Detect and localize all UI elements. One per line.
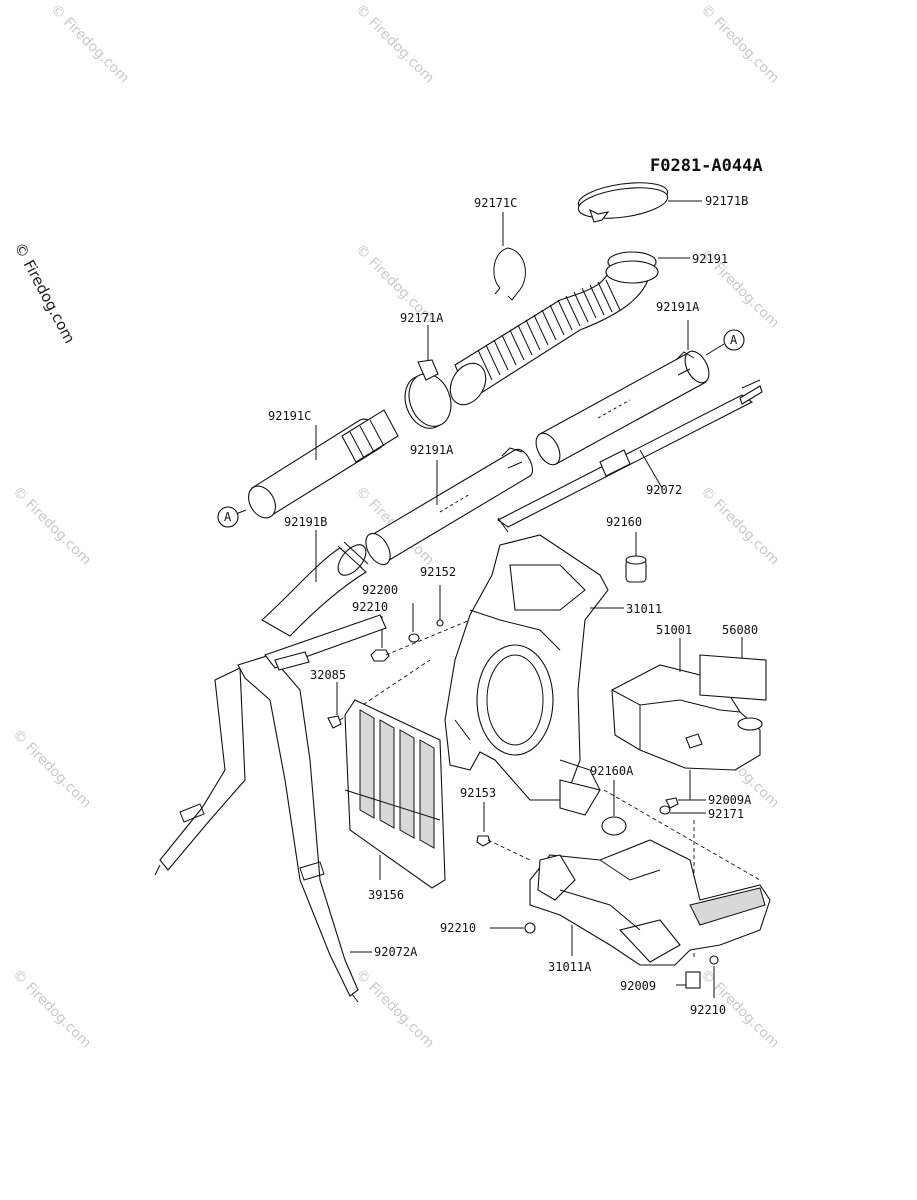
- callout-92210-b: 92210: [440, 921, 476, 935]
- pad-39156: [344, 699, 446, 889]
- callout-92009A: 92009A: [708, 793, 752, 807]
- clamp-92171A: [404, 325, 452, 429]
- connector-mark-A: A: [730, 333, 738, 347]
- side-watermark: © Firedog.com: [10, 239, 78, 346]
- callout-92152: 92152: [420, 565, 456, 579]
- fasteners-right: [601, 770, 761, 960]
- callout-92171B: 92171B: [705, 194, 748, 208]
- tube-92191A-top: A: [535, 320, 745, 466]
- connector-mark-A: A: [224, 510, 232, 524]
- callout-92072: 92072: [646, 483, 682, 497]
- frame-31011A: [490, 839, 771, 966]
- callout-labels: 92171B 92171C 92191 92171A 92191A 92191C…: [268, 194, 758, 1017]
- elbow-92191B: [261, 530, 369, 637]
- bolt-92153: [476, 802, 531, 861]
- callout-92200: 92200: [362, 583, 398, 597]
- callout-92191A-mid: 92191A: [410, 443, 454, 457]
- tube-92191A-mid: [365, 447, 533, 566]
- callout-92171A: 92171A: [400, 311, 444, 325]
- watermark: © Firedog.com: [697, 484, 782, 569]
- callout-92160: 92160: [606, 515, 642, 529]
- clamp-92171B: [577, 182, 702, 223]
- fasteners-bottom: [676, 955, 719, 998]
- hose-92191: [449, 251, 690, 406]
- callout-92153: 92153: [460, 786, 496, 800]
- callout-92210-c: 92210: [690, 1003, 726, 1017]
- callout-92191: 92191: [692, 252, 728, 266]
- figure-code: F0281-A044A: [650, 156, 763, 176]
- callout-92191B: 92191B: [284, 515, 327, 529]
- callout-92009: 92009: [620, 979, 656, 993]
- callout-39156: 39156: [368, 888, 404, 902]
- strap-92072: [496, 379, 763, 533]
- callout-92171: 92171: [708, 807, 744, 821]
- watermark: © Firedog.com: [9, 484, 94, 569]
- watermark: © Firedog.com: [352, 2, 437, 87]
- callout-31011: 31011: [626, 602, 662, 616]
- clip-92171C: [493, 212, 526, 301]
- callout-92072A: 92072A: [374, 945, 418, 959]
- strap-92072A: [154, 614, 387, 1003]
- watermark: © Firedog.com: [9, 967, 94, 1052]
- fasteners-upper: [327, 585, 471, 729]
- callout-92160A: 92160A: [590, 764, 634, 778]
- watermark: © Firedog.com: [47, 2, 132, 87]
- callout-92191C: 92191C: [268, 409, 311, 423]
- watermark: © Firedog.com: [352, 967, 437, 1052]
- label-56080: [699, 637, 767, 701]
- callout-32085: 32085: [310, 668, 346, 682]
- watermark: © Firedog.com: [697, 2, 782, 87]
- frame-31011: [444, 534, 624, 816]
- callout-56080: 56080: [722, 623, 758, 637]
- damper-92160: [625, 532, 647, 583]
- callout-92171C: 92171C: [474, 196, 517, 210]
- tube-92191C: A: [217, 409, 399, 528]
- callout-92210-a: 92210: [352, 600, 388, 614]
- callout-51001: 51001: [656, 623, 692, 637]
- watermark: © Firedog.com: [9, 727, 94, 812]
- callout-31011A: 31011A: [548, 960, 592, 974]
- callout-92191A-top: 92191A: [656, 300, 700, 314]
